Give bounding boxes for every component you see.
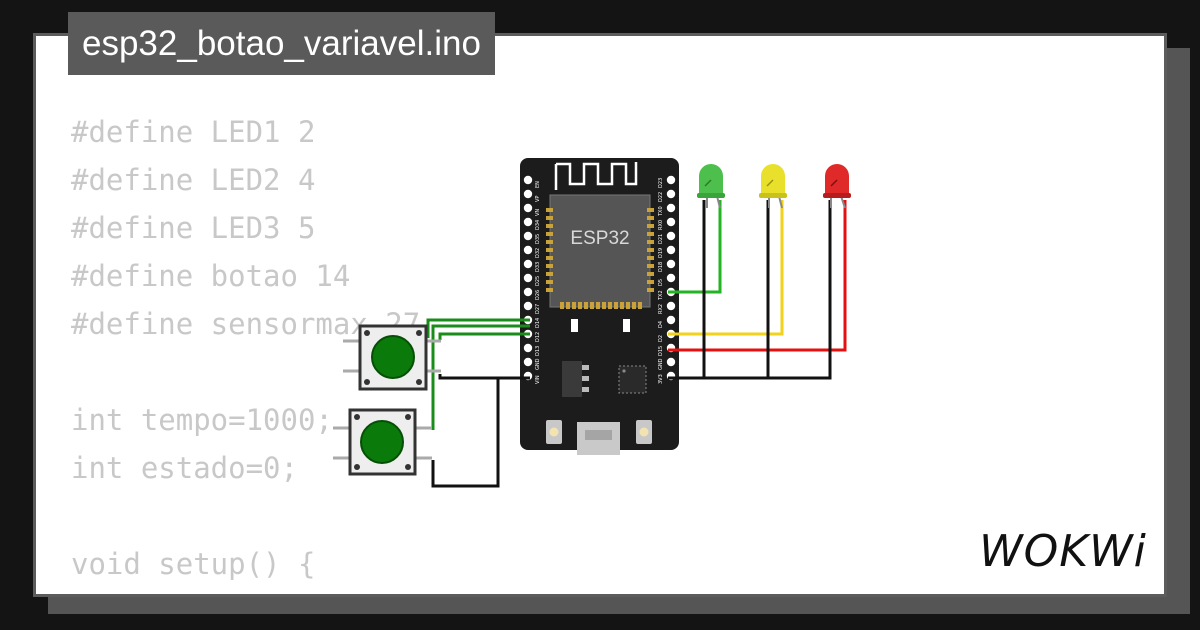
- boot-button[interactable]: [636, 420, 652, 444]
- pin-label: D14: [535, 318, 541, 328]
- button2-gnd-wire: [431, 378, 500, 488]
- pin-label: TX0: [658, 206, 664, 217]
- usb-chip: [618, 365, 647, 394]
- pin-hole: [523, 357, 533, 367]
- code-line: #define LED1 2: [71, 115, 316, 149]
- code-line: void setup() {: [71, 547, 316, 581]
- code-preview: #define LED1 2 #define LED2 4 #define LED3…: [71, 108, 490, 594]
- code-line: #define LED2 4: [71, 163, 316, 197]
- pin-label: VN: [535, 209, 541, 216]
- pin-label: D25: [535, 276, 541, 286]
- code-line: int estado=0;: [71, 451, 298, 485]
- voltage-regulator: [562, 361, 589, 397]
- pin-label: D21: [658, 234, 664, 244]
- smd-part: [623, 319, 630, 332]
- red-led[interactable]: [823, 164, 851, 209]
- pin-label: 3V3: [658, 374, 664, 384]
- pin-label: D15: [658, 346, 664, 356]
- pin-label: D18: [658, 262, 664, 272]
- pin-label: D12: [535, 332, 541, 342]
- pin-label: D5: [658, 279, 664, 286]
- pin-hole: [666, 217, 676, 227]
- chip-label: ESP32: [570, 228, 629, 249]
- pin-label: RX2: [658, 304, 664, 314]
- pin-hole: [523, 175, 533, 185]
- pin-hole: [523, 245, 533, 255]
- esp32-board[interactable]: ESP32: [520, 158, 679, 455]
- right-header-pins: [666, 175, 676, 381]
- antenna-trace: [554, 162, 638, 190]
- wires: [426, 200, 847, 488]
- push-button-1[interactable]: [343, 324, 441, 391]
- pin-label: VIN: [535, 375, 541, 384]
- pin-hole: [523, 203, 533, 213]
- pin-hole: [523, 343, 533, 353]
- pin-label: D23: [658, 178, 664, 188]
- pin-hole: [523, 189, 533, 199]
- pin-hole: [666, 301, 676, 311]
- pin-label: RX0: [658, 220, 664, 230]
- button1-gnd-wire: [438, 374, 530, 380]
- pin-hole: [666, 259, 676, 269]
- pin-label: D27: [535, 304, 541, 314]
- pin-label: D26: [535, 290, 541, 300]
- pin-hole: [666, 273, 676, 283]
- pin-label: D4: [658, 321, 664, 328]
- pin-label: D35: [535, 234, 541, 244]
- pin-label: VP: [535, 196, 541, 202]
- pin-hole: [666, 245, 676, 255]
- project-title: esp32_botao_variavel.ino: [68, 12, 495, 75]
- code-line: #define botao 14: [71, 259, 351, 293]
- smd-part: [571, 319, 578, 332]
- red-led-gnd-wire: [768, 200, 832, 380]
- button2-signal-wire: [431, 324, 530, 430]
- left-header-pins: [523, 175, 533, 381]
- pin-label: D34: [535, 220, 541, 230]
- pin-label: GND: [658, 358, 664, 370]
- pin-hole: [666, 189, 676, 199]
- pin-hole: [523, 231, 533, 241]
- push-button-2[interactable]: [333, 408, 432, 476]
- pin-hole: [666, 203, 676, 213]
- pin-label: GND: [535, 358, 541, 370]
- pin-hole: [666, 315, 676, 325]
- pin-hole: [666, 231, 676, 241]
- pin-hole: [666, 175, 676, 185]
- code-line: int tempo=1000;: [71, 403, 333, 437]
- usb-connector: [577, 422, 620, 455]
- code-line: #define sensormax 27: [71, 307, 421, 341]
- reset-button[interactable]: [546, 420, 562, 444]
- button1-aux-wire: [438, 332, 530, 340]
- pin-label: D33: [535, 262, 541, 272]
- pin-label: D2: [658, 335, 664, 342]
- wokwi-logo: WOKWi: [979, 526, 1147, 577]
- pin-label: TX2: [658, 290, 664, 301]
- pin-label: D32: [535, 248, 541, 258]
- red-led-wire: [668, 200, 847, 352]
- pin-hole: [523, 259, 533, 269]
- module-pads: [546, 208, 654, 309]
- yellow-led[interactable]: [759, 164, 787, 209]
- pin-label: D19: [658, 248, 664, 258]
- yellow-led-wire: [668, 200, 784, 336]
- pin-hole: [523, 273, 533, 283]
- green-led[interactable]: [697, 164, 725, 209]
- pin-hole: [523, 287, 533, 297]
- green-led-wire: [668, 200, 722, 294]
- pin-hole: [666, 357, 676, 367]
- button1-signal-wire: [426, 318, 530, 338]
- pin-label: D13: [535, 346, 541, 356]
- pin-label: EN: [535, 181, 541, 188]
- code-line: #define LED3 5: [71, 211, 316, 245]
- pin-hole: [523, 301, 533, 311]
- pin-hole: [523, 217, 533, 227]
- pin-label: D22: [658, 192, 664, 202]
- esp32-module: [549, 194, 651, 308]
